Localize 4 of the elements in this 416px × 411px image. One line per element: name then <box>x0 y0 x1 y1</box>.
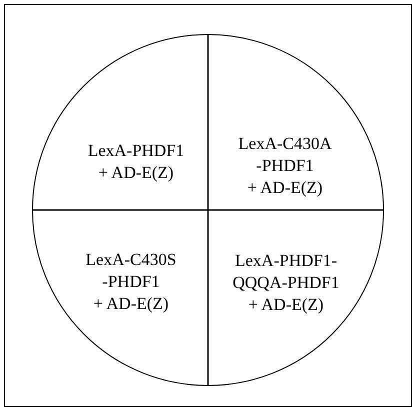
quadrant-label: LexA-C430S -PHDF1 + AD-E(Z) <box>86 249 176 315</box>
quadrant-label: LexA-C430A -PHDF1 + AD-E(Z) <box>238 133 332 199</box>
quadrant-label: LexA-PHDF1- QQQA-PHDF1 + AD-E(Z) <box>232 250 340 316</box>
quadrant-label: LexA-PHDF1 + AD-E(Z) <box>88 140 184 184</box>
